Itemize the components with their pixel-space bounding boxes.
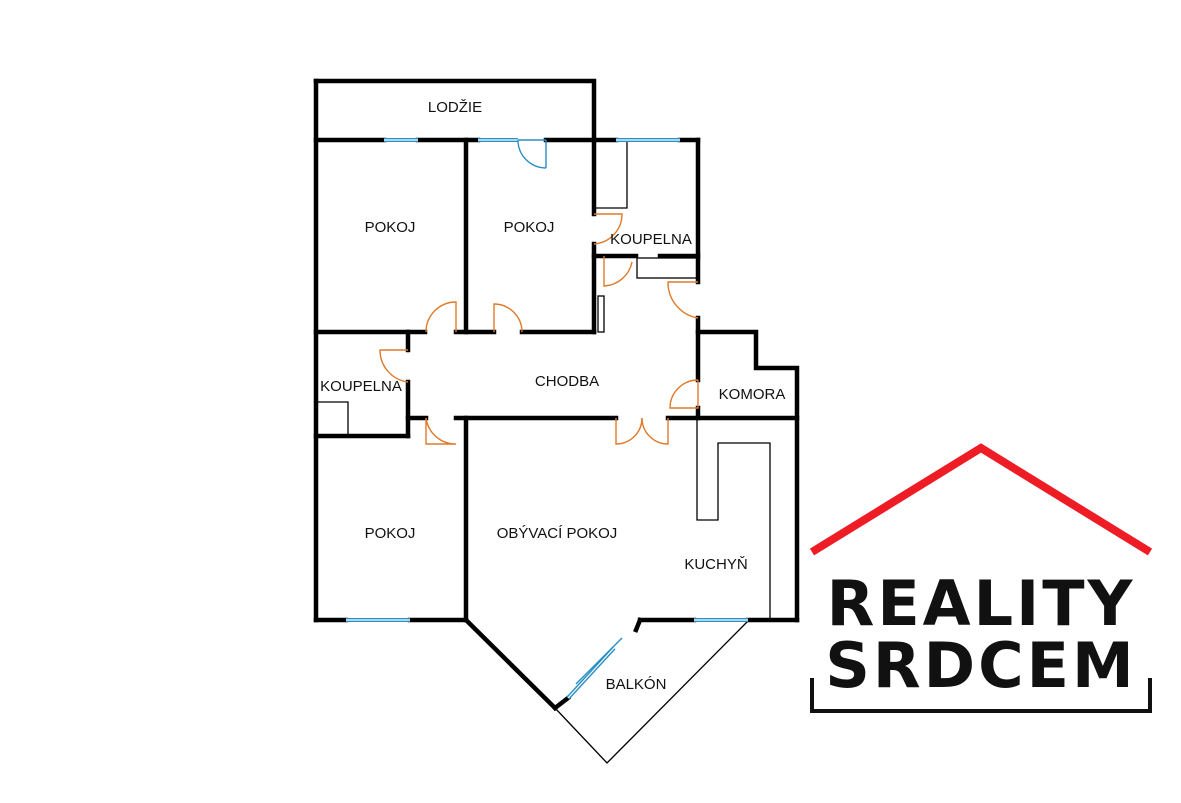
room-label-balkon: BALKÓN <box>606 676 667 693</box>
room-label-lodzie: LODŽIE <box>428 99 482 116</box>
room-label-kuchyn: KUCHYŇ <box>684 556 747 573</box>
room-label-chodba: CHODBA <box>535 373 599 390</box>
windows <box>346 138 748 700</box>
roof-icon <box>809 443 1153 556</box>
walls <box>313 78 800 712</box>
logo-line1: REALITY <box>827 567 1136 640</box>
room-label-pokoj-bottom-left: POKOJ <box>365 525 416 542</box>
room-label-koupelna-top: KOUPELNA <box>610 231 692 248</box>
room-label-obyvaci-pokoj: OBÝVACÍ POKOJ <box>497 525 618 542</box>
room-label-komora: KOMORA <box>719 386 786 403</box>
room-label-koupelna-left: KOUPELNA <box>320 378 402 395</box>
doors <box>379 139 699 445</box>
thin-outlines <box>318 140 771 764</box>
logo-line2: SRDCEM <box>825 629 1136 702</box>
reality-srdcem-logo: REALITY SRDCEM <box>809 443 1153 713</box>
room-labels: LODŽIE POKOJ POKOJ KOUPELNA KOUPELNA CHO… <box>320 99 785 693</box>
room-label-pokoj-top-left: POKOJ <box>365 219 416 236</box>
logo-bracket <box>810 678 1152 713</box>
room-label-pokoj-top-mid: POKOJ <box>504 219 555 236</box>
